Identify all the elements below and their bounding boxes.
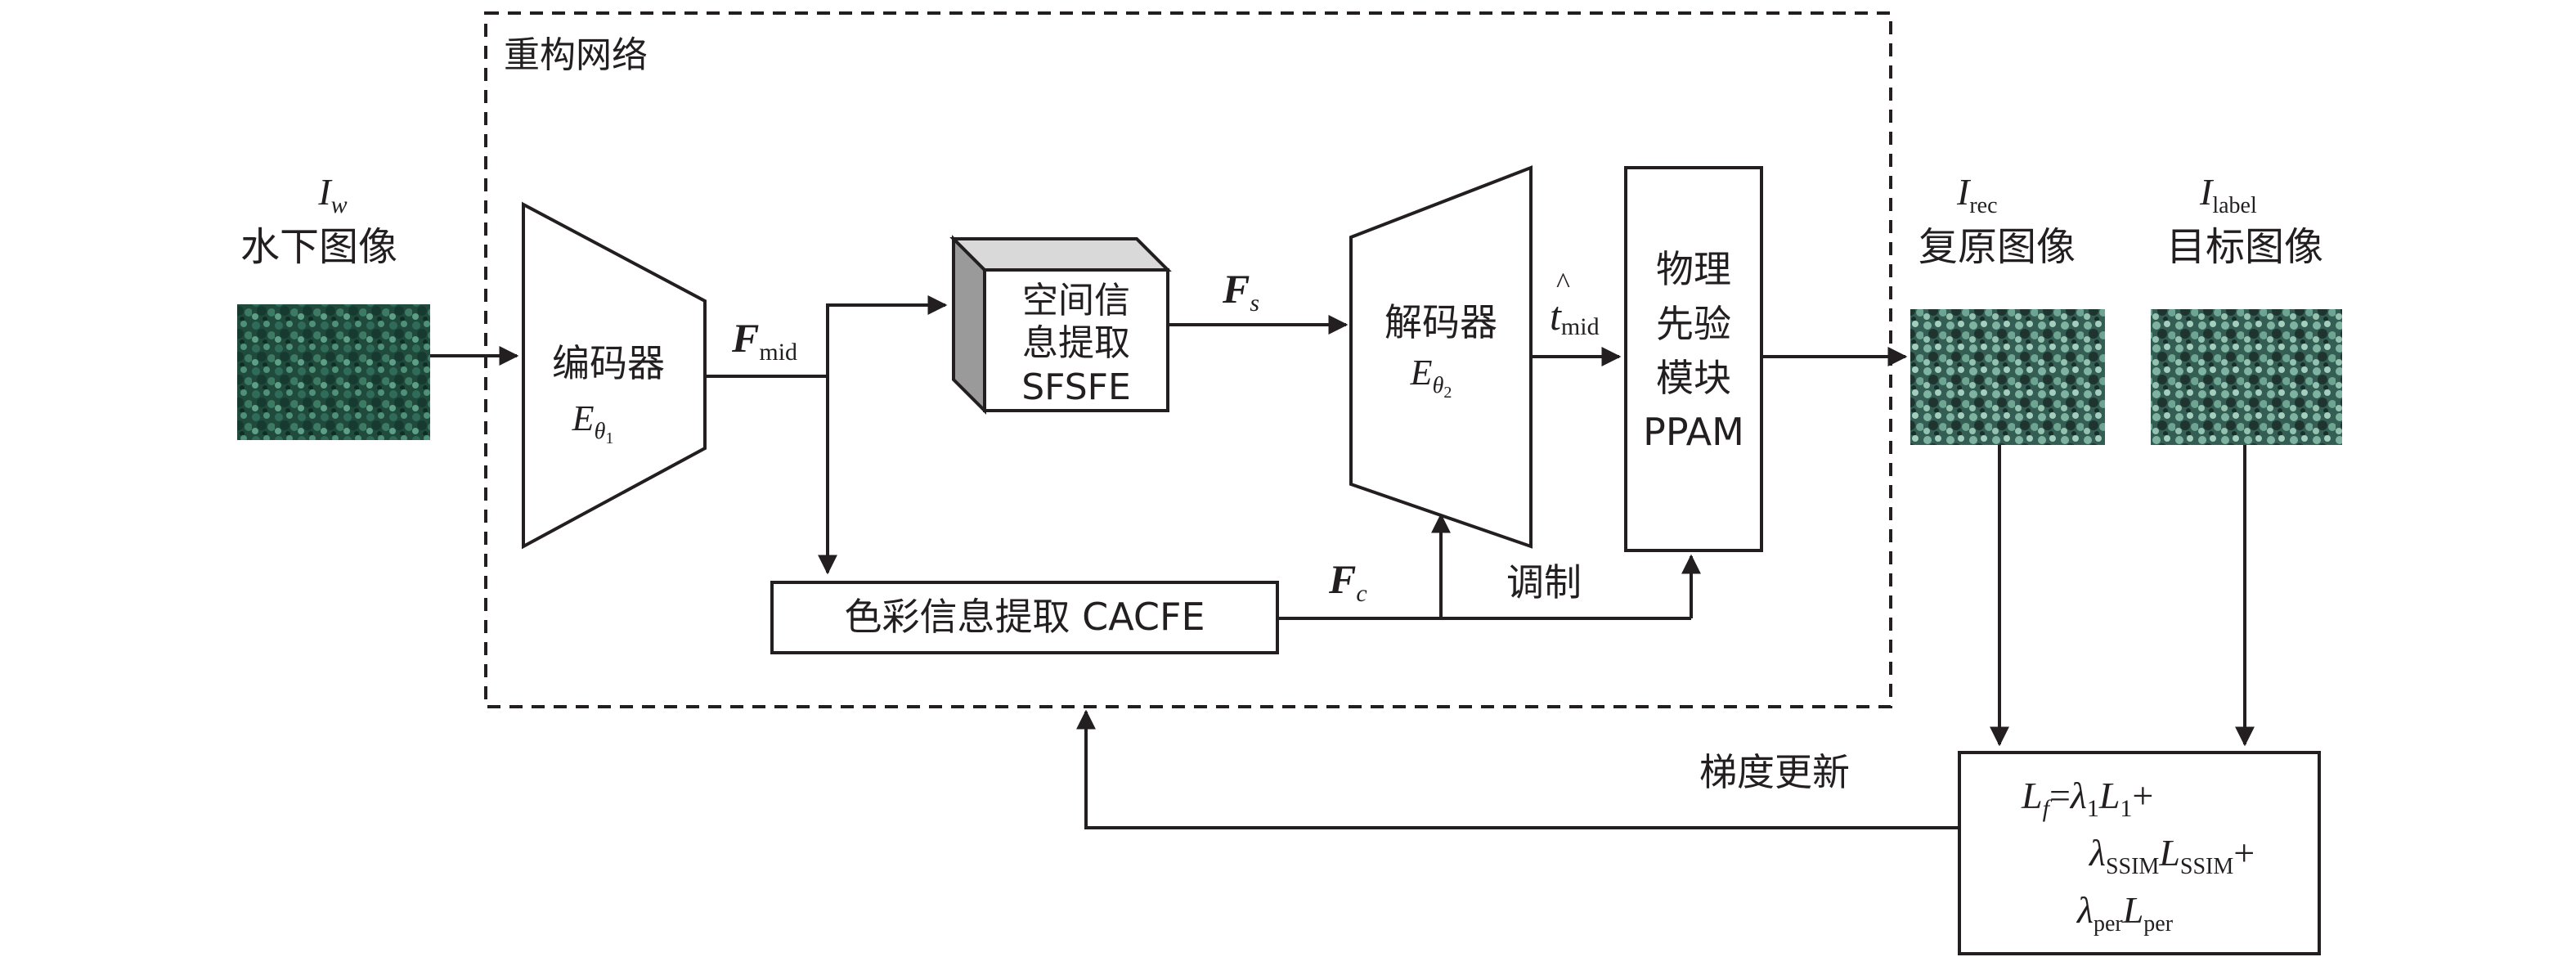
f-mid-label: Fmid (731, 315, 797, 366)
f-mid-to-sfsfe-arrow (826, 295, 948, 376)
target-image (2151, 309, 2342, 445)
underwater-image (237, 304, 430, 440)
f-s-label: Fs (1222, 266, 1259, 317)
target-symbol: Ilabel (2199, 171, 2257, 218)
t-mid-label: tmid (1550, 293, 1600, 340)
sfsfe-line1: 空间信 (1022, 280, 1130, 321)
ppam-line4: PPAM (1643, 410, 1744, 454)
t-mid-hat: ^ (1556, 267, 1570, 299)
ppam-line1: 物理 (1656, 247, 1731, 291)
modulation-label: 调制 (1506, 560, 1582, 604)
loss-line2: λSSIMLSSIM+ (2088, 832, 2255, 879)
arrow-gradient-update (1076, 709, 1959, 829)
encoder-block (522, 201, 707, 550)
sfsfe-line2: 息提取 (1022, 322, 1130, 364)
loss-line1: Lf=λ1L1+ (2021, 775, 2153, 822)
sfsfe-line3: SFSFE (1021, 366, 1131, 408)
restored-image (1910, 309, 2105, 445)
ppam-line3: 模块 (1656, 356, 1731, 400)
input-caption: 水下图像 (240, 224, 397, 270)
decoder-block (1349, 165, 1533, 549)
sfsfe-cube-top (949, 237, 1172, 272)
restored-caption: 复原图像 (1919, 224, 2076, 270)
loss-block (1958, 751, 2321, 955)
decoder-label: 解码器 (1384, 300, 1497, 344)
gradient-update-label: 梯度更新 (1699, 750, 1850, 794)
decoder-symbol: Eθ2 (1410, 353, 1452, 402)
cacfe-block (770, 581, 1279, 654)
encoder-label: 编码器 (552, 341, 665, 385)
target-caption: 目标图像 (2166, 224, 2323, 270)
f-c-label: Fc (1328, 556, 1367, 607)
sfsfe-cube-front (983, 268, 1169, 412)
ppam-line2: 先验 (1656, 302, 1731, 346)
ppam-block (1624, 166, 1763, 552)
restored-symbol: Irec (1956, 171, 1998, 218)
loss-line3: λperLper (2076, 889, 2174, 937)
sfsfe-block (949, 235, 1172, 415)
network-label: 重构网络 (504, 34, 648, 76)
encoder-symbol: Eθ1 (572, 398, 614, 447)
cacfe-label: 色彩信息提取 CACFE (844, 595, 1205, 639)
input-symbol: Iw (317, 171, 347, 218)
